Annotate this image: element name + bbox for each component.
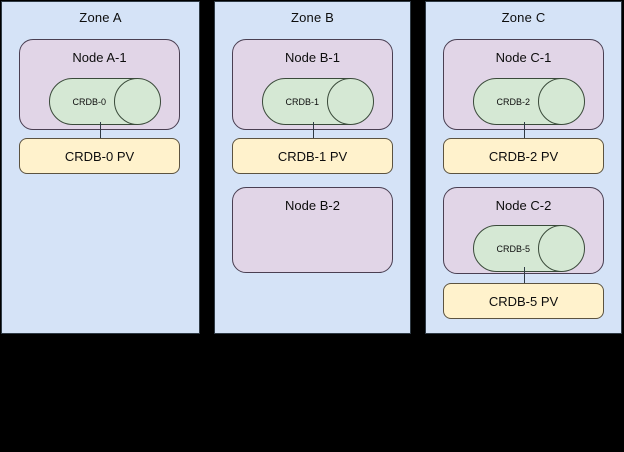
crdb-5-pv-label: CRDB-5 PV — [488, 293, 559, 309]
connector-node-b-1-to-crdb-1-pv — [313, 122, 314, 139]
node-b-1[interactable]: Node B-1 CRDB-1 — [232, 39, 393, 130]
crdb-5-pv[interactable]: CRDB-5 PV — [443, 283, 604, 319]
crdb-1-database[interactable]: CRDB-1 — [262, 78, 374, 125]
database-cylinder-icon — [49, 78, 161, 125]
node-b-1-title: Node B-1 — [285, 50, 340, 65]
zone-a: Zone A Node A-1 CRDB-0 CRDB-0 PV — [1, 1, 200, 334]
crdb-2-database[interactable]: CRDB-2 — [473, 78, 585, 125]
zone-b: Zone B Node B-1 CRDB-1 CRDB-1 PV Node B-… — [214, 1, 411, 334]
crdb-5-database[interactable]: CRDB-5 — [473, 225, 585, 272]
connector-node-a-1-to-crdb-0-pv — [100, 122, 101, 139]
zone-c: Zone C Node C-1 CRDB-2 CRDB-2 PV Node C-… — [425, 1, 622, 334]
node-c-2-title: Node C-2 — [495, 198, 552, 213]
crdb-0-database[interactable]: CRDB-0 — [49, 78, 161, 125]
connector-node-c-2-to-crdb-5-pv — [524, 267, 525, 284]
zone-c-title: Zone C — [501, 10, 546, 25]
node-a-1-title: Node A-1 — [72, 50, 127, 65]
node-c-1-title: Node C-1 — [495, 50, 552, 65]
node-b-2[interactable]: Node B-2 — [232, 187, 393, 273]
crdb-1-pv-label: CRDB-1 PV — [277, 148, 348, 164]
zone-a-title: Zone A — [79, 10, 122, 25]
crdb-0-pv-label: CRDB-0 PV — [64, 148, 135, 164]
node-a-1[interactable]: Node A-1 CRDB-0 — [19, 39, 180, 130]
crdb-2-pv-label: CRDB-2 PV — [488, 148, 559, 164]
crdb-1-pv[interactable]: CRDB-1 PV — [232, 138, 393, 174]
database-cylinder-icon — [473, 225, 585, 272]
database-cylinder-icon — [262, 78, 374, 125]
crdb-0-pv[interactable]: CRDB-0 PV — [19, 138, 180, 174]
node-b-2-title: Node B-2 — [285, 198, 340, 213]
crdb-2-pv[interactable]: CRDB-2 PV — [443, 138, 604, 174]
node-c-1[interactable]: Node C-1 CRDB-2 — [443, 39, 604, 130]
database-cylinder-icon — [473, 78, 585, 125]
node-c-2[interactable]: Node C-2 CRDB-5 — [443, 187, 604, 274]
connector-node-c-1-to-crdb-2-pv — [524, 122, 525, 139]
zone-b-title: Zone B — [290, 10, 335, 25]
